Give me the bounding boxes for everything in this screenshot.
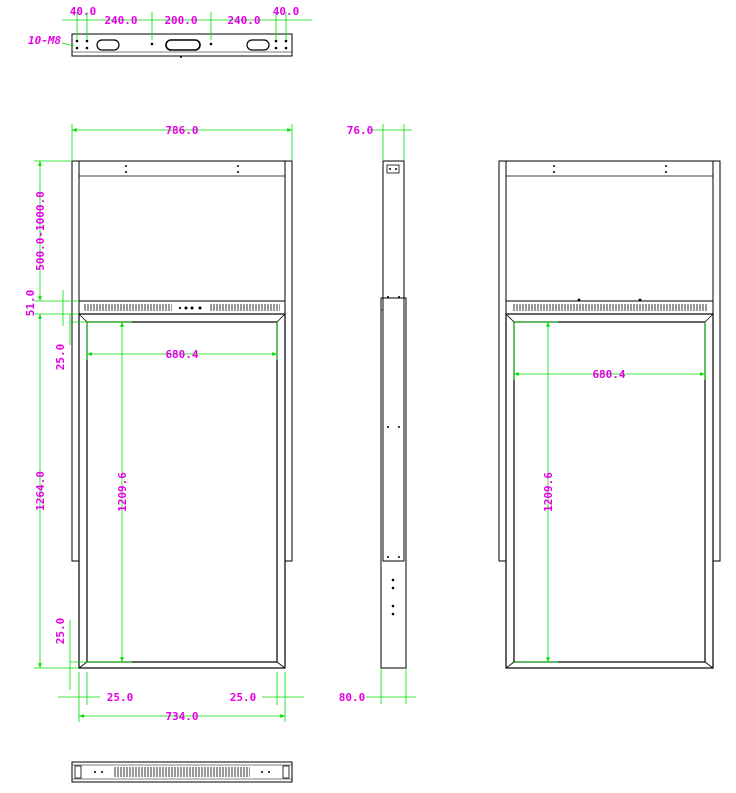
slot-center [165, 39, 201, 51]
side-view: 76.0 80.0 [339, 124, 416, 704]
dim-screen-height: 1209.6 [116, 472, 129, 512]
dim-band-height: 51.0 [24, 290, 37, 317]
rear-header-panel [505, 160, 714, 302]
left-post [71, 160, 80, 562]
dim-rear-screen-height: 1209.6 [542, 472, 555, 512]
rear-view: 680.4 1209.6 [498, 160, 721, 669]
display-screen [86, 321, 278, 663]
holes-callout: 10-M8 [28, 34, 61, 47]
display-frame [78, 313, 286, 669]
right-post [284, 160, 293, 562]
dim-border-left: 25.0 [107, 691, 134, 704]
front-view: 786.0 500.0-1000.0 51.0 25.0 680.4 1209.… [24, 124, 304, 723]
rear-right-post [712, 160, 721, 562]
dim-overall-width: 786.0 [165, 124, 198, 137]
dim-side-top-depth: 76.0 [347, 124, 374, 137]
dim-rear-screen-width: 680.4 [592, 368, 625, 381]
dim-header-height: 500.0-1000.0 [34, 191, 47, 270]
bottom-view-body [71, 761, 293, 783]
bottom-view [71, 761, 293, 783]
dim-frame-height: 1264.0 [34, 471, 47, 511]
dim-top-240-left: 240.0 [104, 14, 137, 27]
dim-top-40-left: 40.0 [70, 5, 97, 18]
top-view-body [71, 33, 293, 57]
top-view: 40.0 240.0 200.0 240.0 40.0 10-M8 [28, 5, 312, 58]
dim-top-40-right: 40.0 [273, 5, 300, 18]
rear-display-screen [513, 321, 706, 663]
dim-top-240-right: 240.0 [227, 14, 260, 27]
dim-screen-width: 680.4 [165, 348, 198, 361]
header-panel [78, 160, 286, 302]
mount-holes [75, 39, 288, 50]
dim-inner-bottom: 25.0 [54, 618, 67, 645]
rear-left-post [498, 160, 507, 562]
side-upper [382, 160, 405, 562]
control-buttons [178, 306, 202, 310]
dim-top-200: 200.0 [164, 14, 197, 27]
rear-display-frame [505, 313, 714, 669]
dim-inner-top: 25.0 [54, 344, 67, 371]
dim-border-right: 25.0 [230, 691, 257, 704]
slot-right [246, 39, 270, 51]
dim-frame-width: 734.0 [165, 710, 198, 723]
side-lower [380, 297, 407, 669]
slot-left [96, 39, 120, 51]
dim-side-bottom-depth: 80.0 [339, 691, 366, 704]
